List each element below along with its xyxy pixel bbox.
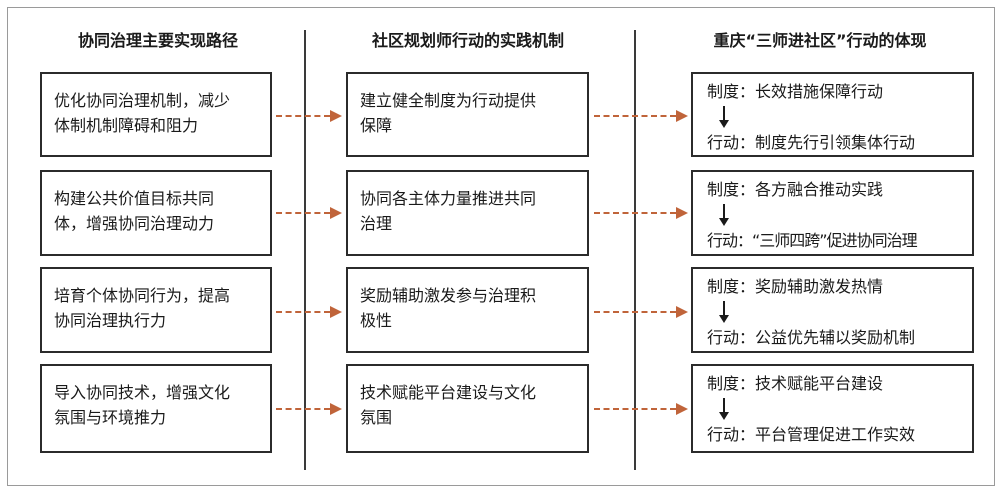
mechanism-box-1: 建立健全制度为行动提供 保障 [346,72,589,157]
mechanism-box-text: 奖励辅助激发参与治理积 [360,286,537,305]
dashed-arrow-right-icon [276,306,342,318]
practice-action-text: 行动：平台管理促进工作实效 [707,425,916,444]
practice-action-text: 行动：公益优先辅以奖励机制 [707,328,916,347]
practice-box-1: 制度：长效措施保障行动 行动：制度先行引领集体行动 [691,72,974,157]
dashed-arrow-right-icon [594,207,688,219]
path-box-3: 培育个体协同行为，提高 协同治理执行力 [40,267,272,353]
practice-box-4: 制度：技术赋能平台建设 行动：平台管理促进工作实效 [691,364,974,453]
column-title-practices: 重庆“三师进社区”行动的体现 [713,31,927,50]
dashed-arrow-right-icon [594,403,688,415]
dashed-arrow-right-icon [594,110,688,122]
arrow-down-icon [719,301,729,323]
column-title-mechanisms: 社区规划师行动的实践机制 [371,31,564,50]
arrow-down-icon [719,398,729,420]
dashed-arrow-right-icon [594,306,688,318]
path-box-text: 体，增强协同治理动力 [54,214,215,233]
dashed-arrow-right-icon [276,110,342,122]
mechanism-box-3: 奖励辅助激发参与治理积 极性 [346,267,589,353]
path-box-text: 构建公共价值目标共同 [54,189,215,208]
dashed-arrow-right-icon [276,403,342,415]
path-box-text: 优化协同治理机制，减少 [54,91,231,110]
path-box-4: 导入协同技术，增强文化 氛围与环境推力 [40,364,272,453]
dashed-arrow-right-icon [276,207,342,219]
mechanism-box-text: 技术赋能平台建设与文化 [360,383,537,402]
mechanism-box-text: 建立健全制度为行动提供 [360,91,537,110]
path-box-text: 导入协同技术，增强文化 [54,383,231,402]
practice-system-text: 制度：奖励辅助激发热情 [707,277,884,296]
practice-action-text: 行动：制度先行引领集体行动 [707,133,916,152]
practice-system-text: 制度：长效措施保障行动 [707,82,884,101]
practice-system-text: 制度：技术赋能平台建设 [707,374,884,393]
arrow-down-icon [719,106,729,128]
mechanism-box-text: 氛围 [360,408,393,427]
column-divider-right [634,30,636,470]
mechanism-box-text: 极性 [360,311,393,330]
path-box-text: 氛围与环境推力 [54,408,167,427]
mechanism-box-text: 治理 [360,214,393,233]
column-divider-left [304,30,306,470]
path-box-1: 优化协同治理机制，减少 体制机制障碍和阻力 [40,72,272,157]
path-box-2: 构建公共价值目标共同 体，增强协同治理动力 [40,170,272,256]
path-box-text: 协同治理执行力 [54,311,167,330]
practice-action-text: 行动：“三师四跨”促进协同治理 [707,231,918,250]
mechanism-box-2: 协同各主体力量推进共同 治理 [346,170,589,256]
mechanism-box-text: 保障 [360,116,393,135]
practice-box-3: 制度：奖励辅助激发热情 行动：公益优先辅以奖励机制 [691,267,974,353]
practice-box-2: 制度：各方融合推动实践 行动：“三师四跨”促进协同治理 [691,170,974,256]
path-box-text: 培育个体协同行为，提高 [54,286,231,305]
arrow-down-icon [719,204,729,226]
mechanism-box-4: 技术赋能平台建设与文化 氛围 [346,364,589,453]
path-box-text: 体制机制障碍和阻力 [54,116,199,135]
mechanism-box-text: 协同各主体力量推进共同 [360,189,537,208]
column-title-paths: 协同治理主要实现路径 [77,31,238,50]
practice-system-text: 制度：各方融合推动实践 [707,180,884,199]
diagram-frame [7,7,995,486]
